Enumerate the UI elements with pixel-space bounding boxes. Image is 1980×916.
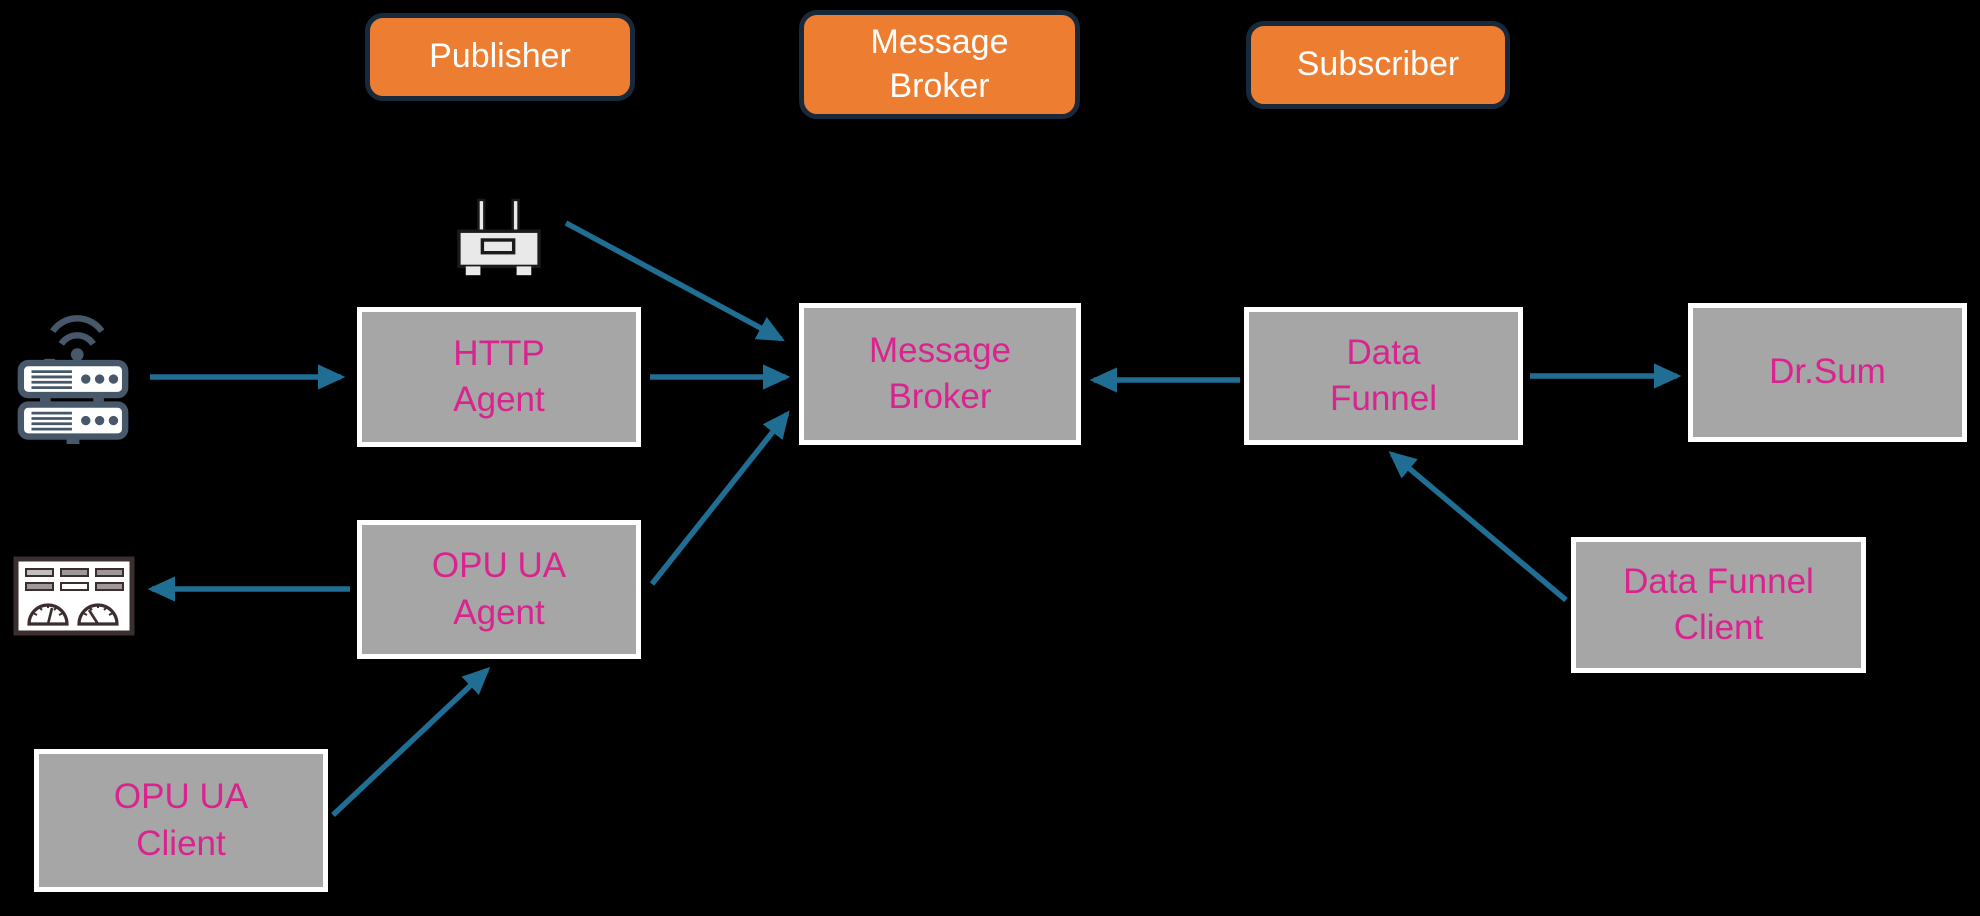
node-label-line2: Client	[136, 823, 226, 863]
node-message-broker: Message Broker	[799, 303, 1081, 445]
role-label: Subscriber	[1296, 45, 1460, 84]
role-label-line1: Message	[870, 22, 1009, 61]
router-icon	[457, 198, 541, 276]
node-label-line2: Funnel	[1329, 379, 1438, 418]
node-data-funnel: Data Funnel	[1244, 307, 1523, 445]
node-http-agent: HTTP Agent	[357, 307, 641, 447]
arrow-opu-ua-agent-to-message-broker	[649, 410, 790, 586]
node-data-funnel-client: Data Funnel Client	[1571, 537, 1866, 673]
node-label-line1: OPU UA	[113, 777, 249, 817]
role-badge-subscriber: Subscriber	[1246, 21, 1510, 109]
node-label-line2: Agent	[453, 592, 545, 632]
node-label-line2: Agent	[453, 380, 545, 419]
arrow-opu-ua-client-to-opu-ua-agent	[331, 666, 491, 818]
node-opu-ua-agent: OPU UA Agent	[357, 520, 641, 659]
node-label-line2: Broker	[888, 377, 992, 416]
role-badge-publisher: Publisher	[365, 13, 635, 101]
gauge-panel-icon	[13, 556, 135, 636]
node-label-line2: Client	[1673, 608, 1764, 647]
role-label-line2: Broker	[889, 66, 990, 105]
role-badge-message-broker: Message Broker	[799, 10, 1080, 119]
node-opu-ua-client: OPU UA Client	[34, 749, 328, 892]
node-label-line1: Data Funnel	[1623, 561, 1814, 601]
node-label: Dr.Sum	[1769, 352, 1886, 392]
role-label: Publisher	[429, 37, 571, 76]
wireless-server-icon	[17, 315, 129, 444]
node-label-line1: OPU UA	[431, 546, 567, 586]
node-dr-sum: Dr.Sum	[1688, 303, 1967, 442]
node-label-line1: HTTP	[453, 333, 545, 373]
arrow-data-funnel-client-to-data-funnel	[1388, 451, 1568, 603]
arrow-router-to-message-broker	[564, 220, 785, 342]
node-label-line1: Message	[868, 330, 1012, 370]
node-label-line1: Data	[1346, 332, 1421, 372]
